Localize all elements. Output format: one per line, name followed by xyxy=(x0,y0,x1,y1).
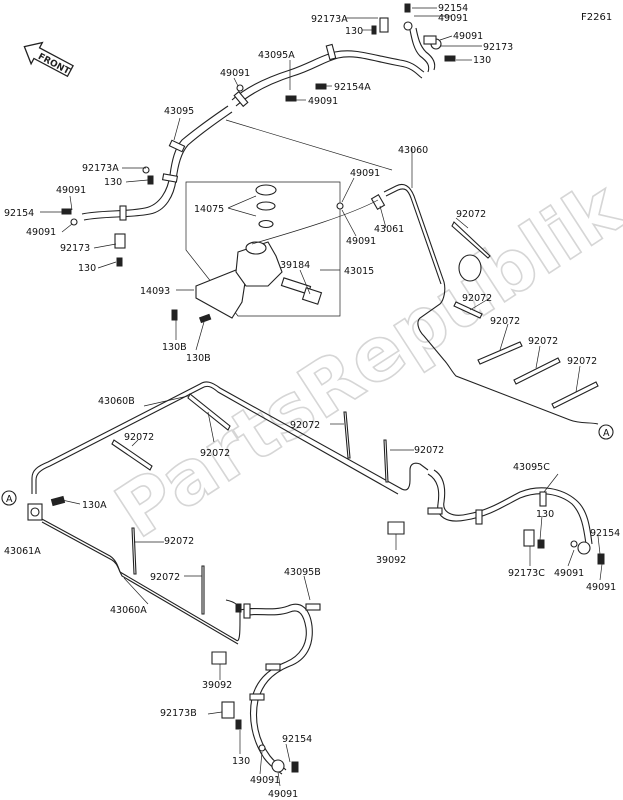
label-49091-top1: 49091 xyxy=(438,13,468,24)
hose-43095 xyxy=(81,105,233,221)
label-92072-r1: 92072 xyxy=(456,209,486,220)
front-arrow-icon: FRONT xyxy=(23,41,74,77)
leader-lines xyxy=(40,7,603,787)
label-92072-l4: 92072 xyxy=(150,572,180,583)
label-49091-b1: 49091 xyxy=(250,775,280,786)
label-49091-left1: 49091 xyxy=(56,185,86,196)
label-14093: 14093 xyxy=(140,286,170,297)
label-43095B: 43095B xyxy=(284,567,321,578)
label-92173A-left: 92173A xyxy=(82,163,119,174)
label-49091-c2: 49091 xyxy=(586,582,616,593)
label-92072-m1: 92072 xyxy=(290,420,320,431)
label-92072-m2: 92072 xyxy=(414,445,444,456)
label-92072-r3: 92072 xyxy=(490,316,520,327)
label-92154-top: 92154 xyxy=(438,3,468,14)
connector-a-right-label: A xyxy=(603,428,610,439)
label-130-top-a: 130 xyxy=(345,26,363,37)
connector-a-right xyxy=(598,424,614,440)
label-43061: 43061 xyxy=(374,224,404,235)
label-130-left2: 130 xyxy=(78,263,96,274)
label-43095C: 43095C xyxy=(513,462,550,473)
label-130B-1: 130B xyxy=(162,342,187,353)
label-49091-mc2: 49091 xyxy=(346,236,376,247)
pipe-43060B xyxy=(31,381,429,495)
label-130A: 130A xyxy=(82,500,107,511)
label-92072-l3: 92072 xyxy=(164,536,194,547)
label-43015: 43015 xyxy=(344,266,374,277)
label-92173C: 92173C xyxy=(508,568,545,579)
label-43061A: 43061A xyxy=(4,546,41,557)
label-92173-left: 92173 xyxy=(60,243,90,254)
label-92072-l1: 92072 xyxy=(124,432,154,443)
label-43060A: 43060A xyxy=(110,605,147,616)
diagram-code: F2261 xyxy=(581,12,612,23)
label-92072-l2: 92072 xyxy=(200,448,230,459)
label-39184: 39184 xyxy=(280,260,310,271)
connector-a-left-label: A xyxy=(6,494,13,505)
label-49091-c1: 49091 xyxy=(554,568,584,579)
label-39092-b: 39092 xyxy=(202,680,232,691)
label-43095: 43095 xyxy=(164,106,194,117)
label-49091-left2: 49091 xyxy=(26,227,56,238)
master-cylinder-group xyxy=(171,181,386,324)
part-labels: 92154 92173A 49091 130 49091 92173 130 4… xyxy=(4,3,620,800)
label-92154A: 92154A xyxy=(334,82,371,93)
label-49091-b: 49091 xyxy=(308,96,338,107)
label-43060: 43060 xyxy=(398,145,428,156)
hose-43095C xyxy=(387,469,605,565)
label-92154-left: 92154 xyxy=(4,208,34,219)
label-92173-top: 92173 xyxy=(483,42,513,53)
label-14075: 14075 xyxy=(194,204,224,215)
connector-a-left xyxy=(1,490,17,506)
junction-43061A xyxy=(27,495,66,521)
label-92072-r2: 92072 xyxy=(462,293,492,304)
label-130B-2: 130B xyxy=(186,353,211,364)
label-49091-a: 49091 xyxy=(220,68,250,79)
clamps-92072-left xyxy=(111,393,389,615)
clamps-92072-right xyxy=(451,221,599,409)
label-92072-r5: 92072 xyxy=(567,356,597,367)
label-130-c: 130 xyxy=(536,509,554,520)
label-43095A: 43095A xyxy=(258,50,295,61)
label-130-top-b: 130 xyxy=(473,55,491,66)
label-49091-mc: 49091 xyxy=(350,168,380,179)
label-92173A-top: 92173A xyxy=(311,14,348,25)
label-130-left1: 130 xyxy=(104,177,122,188)
label-39092-c: 39092 xyxy=(376,555,406,566)
label-92173B: 92173B xyxy=(160,708,197,719)
pipe-43060 xyxy=(383,183,599,425)
label-49091-b2: 49091 xyxy=(268,789,298,800)
hose-43095B xyxy=(211,603,321,775)
label-49091-top2: 49091 xyxy=(453,31,483,42)
hose-43095A xyxy=(231,27,436,108)
label-92154-c: 92154 xyxy=(590,528,620,539)
label-92154-b: 92154 xyxy=(282,734,312,745)
label-92072-r4: 92072 xyxy=(528,336,558,347)
bolt-fittings-mid xyxy=(61,83,327,267)
label-130-b: 130 xyxy=(232,756,250,767)
label-43060B: 43060B xyxy=(98,396,135,407)
